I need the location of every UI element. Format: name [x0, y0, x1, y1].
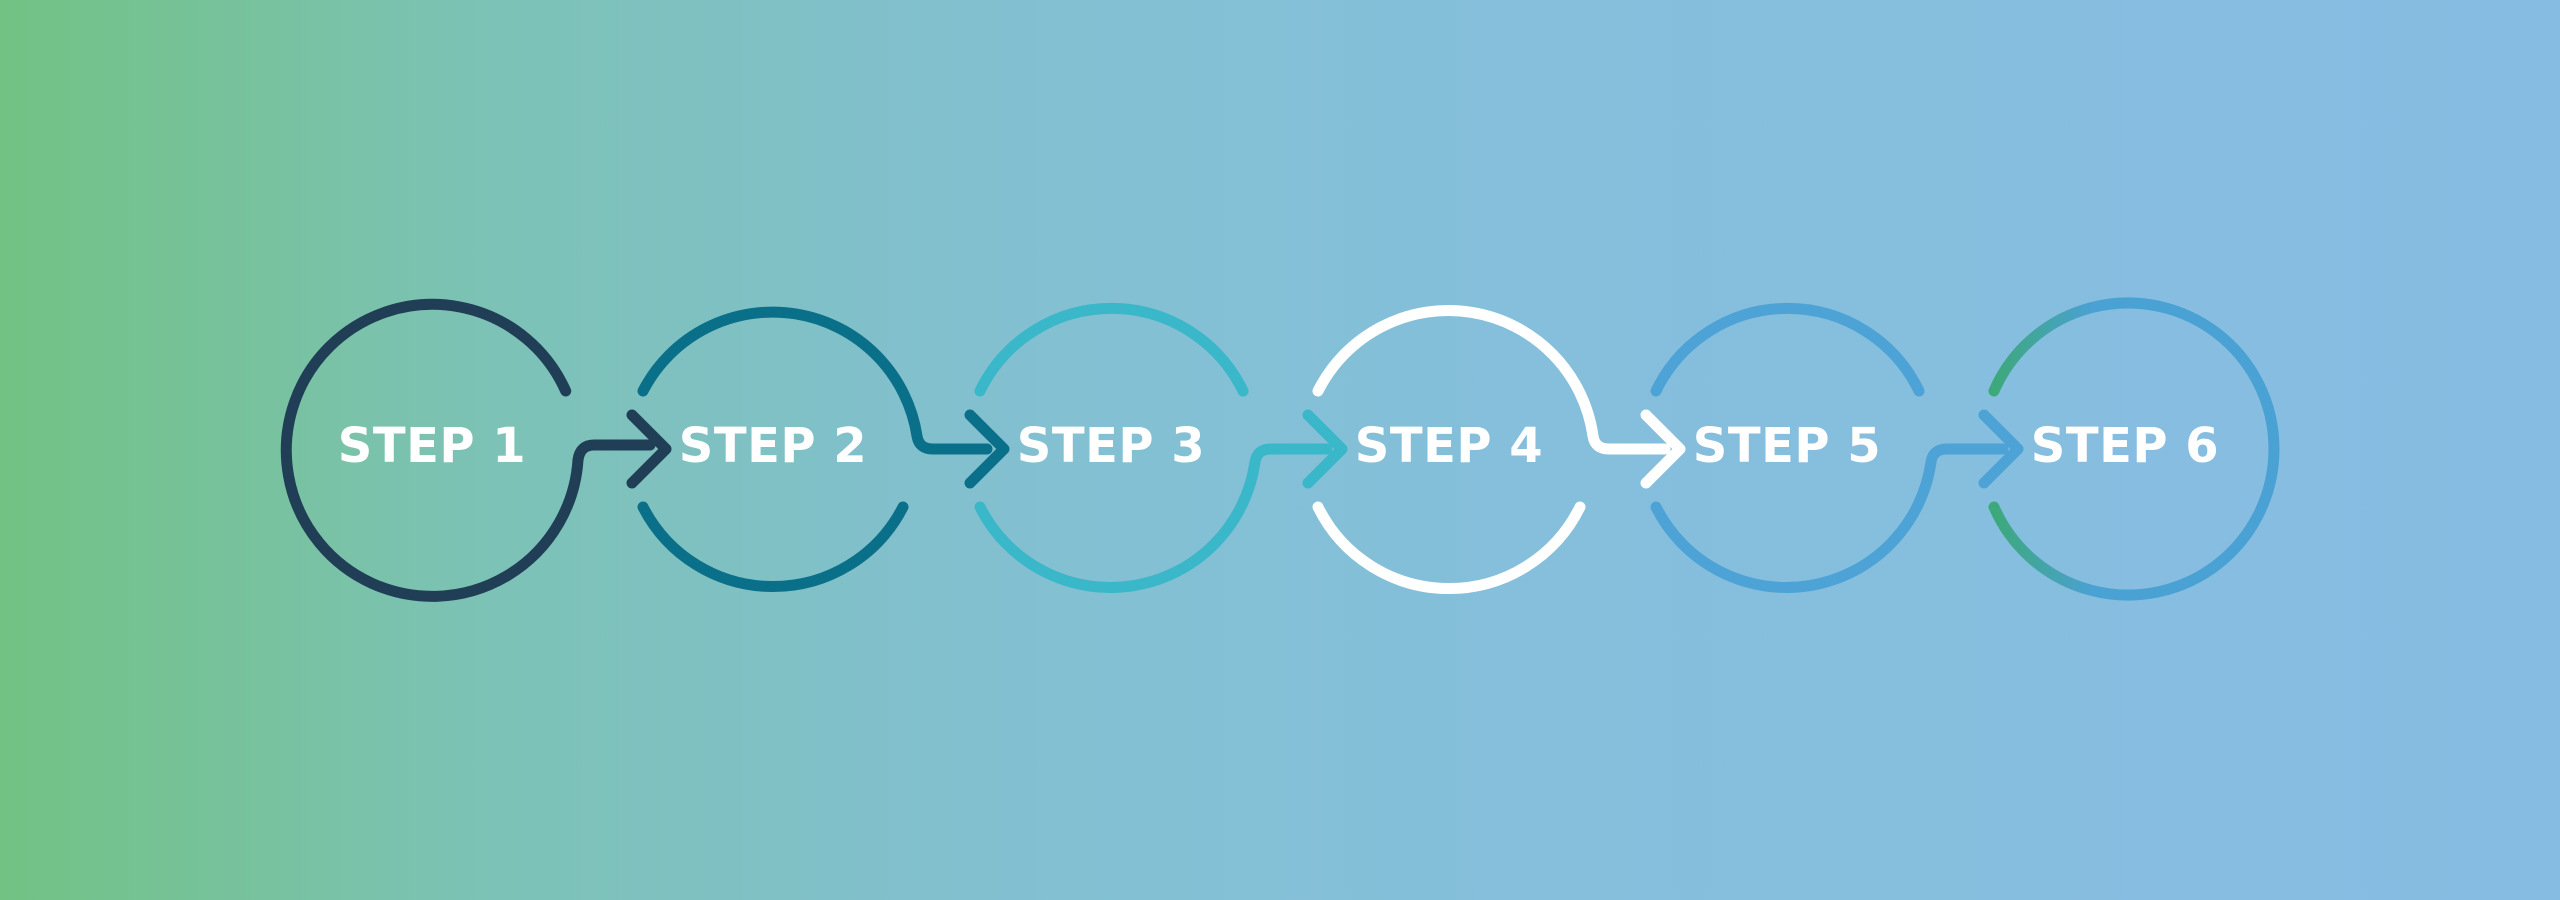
step-5-ring-bottom — [1650, 443, 2009, 593]
step-5: STEP 5 — [1650, 303, 2024, 593]
step-2-ring-top — [637, 306, 993, 455]
step-2-ring-bottom — [637, 501, 909, 593]
step-3-label: STEP 3 — [1017, 418, 1205, 474]
step-3-ring-bottom — [974, 443, 1333, 593]
step-2-label: STEP 2 — [679, 418, 867, 474]
step-6-label: STEP 6 — [2031, 418, 2219, 474]
step-5-ring-top — [1650, 303, 1925, 397]
step-2: STEP 2 — [637, 306, 1010, 593]
step-6-ring — [1988, 297, 2280, 601]
step-6: STEP 6 — [1988, 297, 2280, 601]
step-3-arrow-icon — [1302, 409, 1348, 489]
step-3-ring-top — [974, 303, 1249, 397]
step-5-arrow-icon — [1978, 409, 2024, 489]
step-1: STEP 1 — [280, 298, 672, 602]
step-4-label: STEP 4 — [1355, 418, 1543, 474]
step-3: STEP 3 — [974, 303, 1348, 593]
step-4-ring-top — [1312, 305, 1671, 455]
step-4-ring-bottom — [1312, 501, 1586, 594]
step-4: STEP 4 — [1312, 305, 1686, 594]
step-1-arrow-icon — [626, 409, 672, 489]
step-4-arrow-icon — [1640, 409, 1686, 489]
step-5-label: STEP 5 — [1693, 418, 1881, 474]
step-2-arrow-icon — [964, 409, 1010, 489]
step-1-ring — [280, 298, 656, 602]
step-1-label: STEP 1 — [338, 418, 526, 474]
